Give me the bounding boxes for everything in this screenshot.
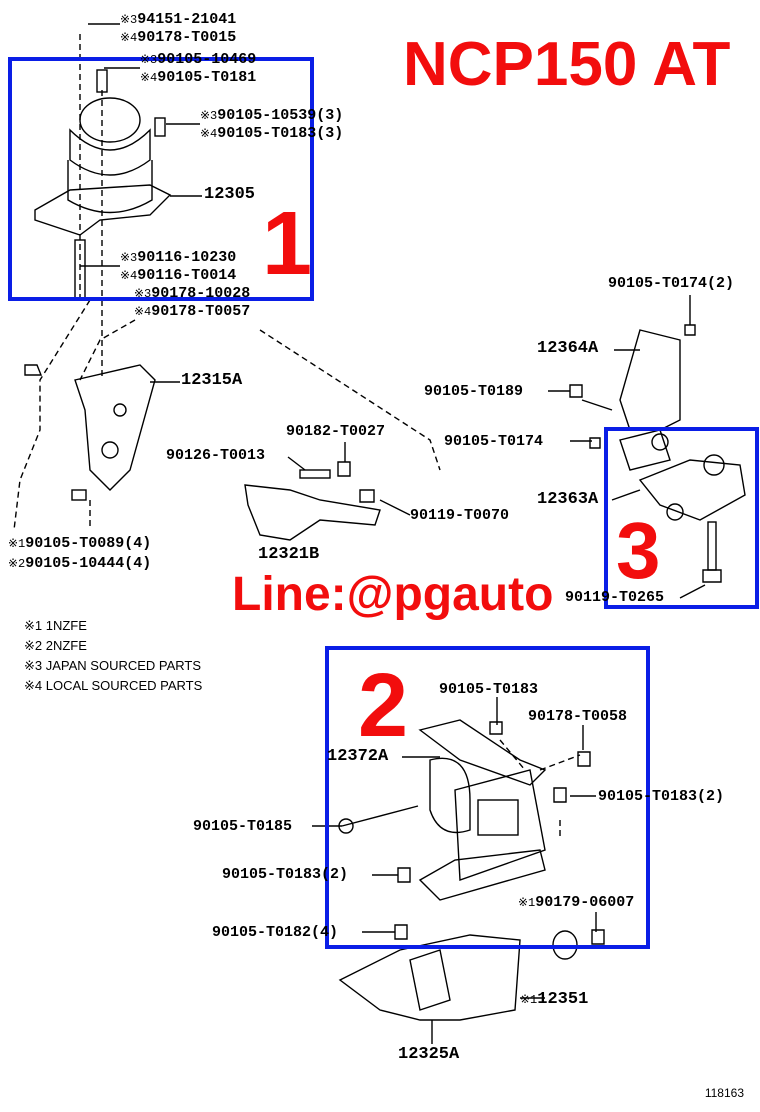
part-number: 90105-T0089(4) xyxy=(25,535,152,552)
part-label[interactable]: ※390178-10028 xyxy=(134,285,250,303)
part-label[interactable]: ※490105-T0181 xyxy=(140,69,256,87)
part-label[interactable]: 12364A xyxy=(537,339,599,358)
part-number: 90105-10469 xyxy=(157,51,257,68)
part-number: 90105-T0183(3) xyxy=(217,125,344,142)
label-prefix: ※4 xyxy=(134,305,152,319)
part-number: 90105-10539(3) xyxy=(217,107,344,124)
part-label[interactable]: 12325A xyxy=(398,1045,460,1064)
part-label[interactable]: ※190105-T0089(4) xyxy=(8,535,151,553)
figure-code: 118163 xyxy=(704,1086,744,1100)
group-number-3: 3 xyxy=(616,506,661,595)
label-prefix: ※1 xyxy=(518,896,536,910)
group-box-1 xyxy=(8,57,314,301)
part-label[interactable]: ※390105-10539(3) xyxy=(200,107,343,125)
part-number: 90105-T0181 xyxy=(157,69,257,86)
part-label[interactable]: 90126-T0013 xyxy=(166,447,266,464)
label-prefix: ※3 xyxy=(134,287,152,301)
group-number-1: 1 xyxy=(262,194,313,294)
label-prefix: ※4 xyxy=(120,269,138,283)
watermark-text: Line:@pgauto xyxy=(232,568,554,621)
label-prefix: ※1 xyxy=(520,993,538,1007)
part-label[interactable]: 90178-T0058 xyxy=(528,708,628,725)
part-label[interactable]: 90105-T0174 xyxy=(444,433,544,450)
bracket-12321B xyxy=(244,461,381,541)
label-prefix: ※4 xyxy=(140,71,158,85)
group-box-2 xyxy=(325,646,650,949)
label-prefix: ※1 xyxy=(8,537,26,551)
part-label[interactable]: ※490116-T0014 xyxy=(120,267,236,285)
part-label[interactable]: 12305 xyxy=(204,185,256,204)
part-label[interactable]: 90105-T0174(2) xyxy=(608,275,735,292)
legend-item: ※2 2NZFE xyxy=(24,638,87,653)
part-number: 90116-T0014 xyxy=(137,267,237,284)
part-label[interactable]: ※290105-10444(4) xyxy=(8,555,151,573)
label-prefix: ※3 xyxy=(200,109,218,123)
part-label[interactable]: ※390105-10469 xyxy=(140,51,256,69)
part-number: 90178-T0015 xyxy=(137,29,237,46)
part-label[interactable]: 90119-T0265 xyxy=(565,589,665,606)
mount-12363A xyxy=(619,429,746,583)
part-number: 90179-06007 xyxy=(535,894,635,911)
group-box-3 xyxy=(604,427,759,609)
label-prefix: ※2 xyxy=(8,557,26,571)
center-lines xyxy=(13,34,581,840)
legend: ※1 1NZFE ※2 2NZFE ※3 JAPAN SOURCED PARTS… xyxy=(24,616,202,696)
label-prefix: ※4 xyxy=(200,127,218,141)
part-number: 90105-10444(4) xyxy=(25,555,152,572)
part-label[interactable]: 90182-T0027 xyxy=(286,423,386,440)
part-label[interactable]: 90105-T0183 xyxy=(439,681,539,698)
label-prefix: ※4 xyxy=(120,31,138,45)
part-label[interactable]: ※490178-T0015 xyxy=(120,29,236,47)
part-label[interactable]: 90119-T0070 xyxy=(410,507,510,524)
mount-12372A xyxy=(338,719,591,901)
model-title: NCP150 AT xyxy=(403,30,731,99)
part-label[interactable]: 90105-T0183(2) xyxy=(598,788,725,805)
legend-item: ※4 LOCAL SOURCED PARTS xyxy=(24,678,203,693)
label-prefix: ※3 xyxy=(120,251,138,265)
part-label[interactable]: ※394151-21041 xyxy=(120,11,236,29)
part-label[interactable]: 12363A xyxy=(537,490,599,509)
part-number: 90178-10028 xyxy=(151,285,251,302)
part-label[interactable]: 12321B xyxy=(258,545,320,564)
bracket-12315A xyxy=(24,364,156,501)
part-number: 90178-T0057 xyxy=(151,303,251,320)
part-number: 90116-10230 xyxy=(137,249,237,266)
part-label[interactable]: ※112351 xyxy=(520,991,588,1009)
part-label[interactable]: 90105-T0185 xyxy=(193,818,293,835)
legend-item: ※3 JAPAN SOURCED PARTS xyxy=(24,658,202,673)
part-label[interactable]: ※390116-10230 xyxy=(120,249,236,267)
label-prefix: ※3 xyxy=(140,53,158,67)
part-label[interactable]: 90105-T0182(4) xyxy=(212,924,339,941)
part-label[interactable]: ※490178-T0057 xyxy=(134,303,250,321)
part-label[interactable]: ※190179-06007 xyxy=(518,894,634,912)
part-label[interactable]: 12315A xyxy=(181,371,243,390)
legend-item: ※1 1NZFE xyxy=(24,618,87,633)
part-label[interactable]: 90105-T0189 xyxy=(424,383,524,400)
part-label[interactable]: 90105-T0183(2) xyxy=(222,866,349,883)
group-number-2: 2 xyxy=(358,656,409,756)
part-label[interactable]: ※490105-T0183(3) xyxy=(200,125,343,143)
part-label[interactable]: 12372A xyxy=(327,747,389,766)
part-number: 94151-21041 xyxy=(137,11,237,28)
part-number: 12351 xyxy=(537,990,589,1009)
label-prefix: ※3 xyxy=(120,13,138,27)
